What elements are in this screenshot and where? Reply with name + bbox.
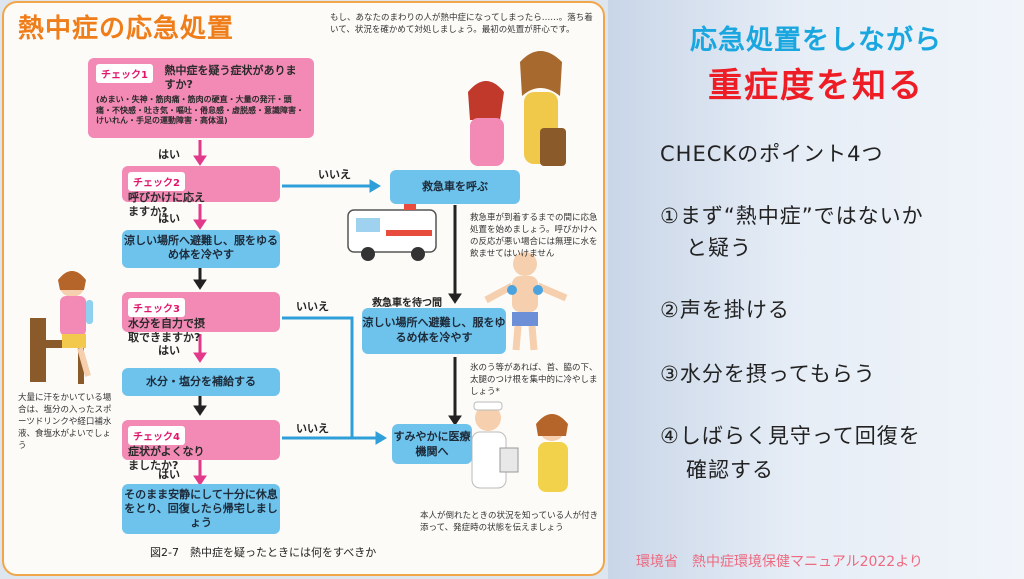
check1-symptoms: (めまい・失神・筋肉痛・筋肉の硬直・大量の発汗・頭痛・不快感・吐き気・嘔吐・倦怠… [96,95,304,125]
wait-label: 救急車を待つ間 [372,298,442,309]
check3-tag: チェック3 [128,298,185,317]
helper-illustration [468,51,566,166]
check3-box: チェック3 水分を自力で摂取できますか? [122,292,280,344]
check-points-panel: 応急処置をしながら 重症度を知る CHECKのポイント4つ ①まず“熱中症”では… [608,0,1024,579]
no2-label: いいえ [318,168,351,181]
hydrate-box: 水分・塩分を補給する [122,368,280,396]
flowchart-title: 熱中症の応急処置 [18,14,235,44]
check2-question: 呼びかけに応えますか? [128,191,205,218]
sweat-note: 大量に汗をかいている場合は、塩分の入ったスポーツドリンクや経口補水液、食塩水がよ… [18,393,112,451]
check1-tag: チェック1 [96,64,153,83]
check1-box: チェック1 熱中症を疑う症状がありますか? (めまい・失神・筋肉痛・筋肉の硬直・… [88,58,314,138]
cool-down-wait-box: 涼しい場所へ避難し、服をゆるめ体を冷やす [362,308,506,354]
no4-label: いいえ [296,422,329,435]
point-1-line-2: と疑う [686,236,752,260]
yes2-label: はい [158,212,180,225]
point-4-line-1: ④しばらく見守って回復を [660,424,921,448]
ambulance-box: 救急車を呼ぶ [390,170,520,204]
check2-box: チェック2 呼びかけに応えますか? [122,166,280,218]
ice-note: 氷のう等があれば、首、脇の下、太腿のつけ根を集中的に冷やしましょう* [470,363,598,397]
check4-box: チェック4 症状がよくなりましたか? [122,420,280,472]
yes3-label: はい [158,344,180,357]
no3-label: いいえ [296,300,329,313]
check3-question: 水分を自力で摂取できますか? [128,317,205,344]
point-1-line-1: ①まず“熱中症”ではないか [660,204,924,228]
point-4-line-2: 確認する [686,458,774,482]
check4-tag: チェック4 [128,426,185,445]
check-heading: CHECKのポイント4つ [660,142,884,166]
patient-cooling-illustration [484,252,568,351]
rest-box: そのまま安静にして十分に休息をとり、回復したら帰宅しましょう [122,484,280,534]
ambulance-illustration [347,203,437,261]
flowchart-panel: 熱中症の応急処置 もし、あなたのまわりの人が熱中症になってしまったら……。落ち着… [2,1,605,576]
hospital-note: 本人が倒れたときの状況を知っている人が付き添って、発症時の状態を伝えましょう [420,511,599,533]
point-2: ②声を掛ける [660,298,790,322]
figure-caption: 図2-7 熱中症を疑ったときには何をすべきか [150,546,377,559]
point-3: ③水分を摂ってもらう [660,362,876,386]
check4-question: 症状がよくなりましたか? [128,445,205,472]
yes4-label: はい [158,468,180,481]
source-credit: 環境省 熱中症環境保健マニュアル2022より [636,554,923,570]
cool-down-box: 涼しい場所へ避難し、服をゆるめ体を冷やす [122,230,280,268]
girl-drinking-illustration [30,271,93,384]
flowchart-intro: もし、あなたのまわりの人が熱中症になってしまったら……。落ち着いて、状況を確かめ… [330,13,593,35]
check1-question: 熱中症を疑う症状がありますか? [164,64,297,91]
yes1-label: はい [158,148,180,161]
panel-title: 応急処置をしながら [690,25,942,56]
hospital-box: すみやかに医療機関へ [392,424,472,464]
check2-tag: チェック2 [128,172,185,191]
nurse-illustration [471,401,568,492]
ambulance-note: 救急車が到着するまでの間に応急処置を始めましょう。呼びかけへの反応が悪い場合には… [470,213,598,259]
panel-subtitle: 重症度を知る [708,66,924,106]
